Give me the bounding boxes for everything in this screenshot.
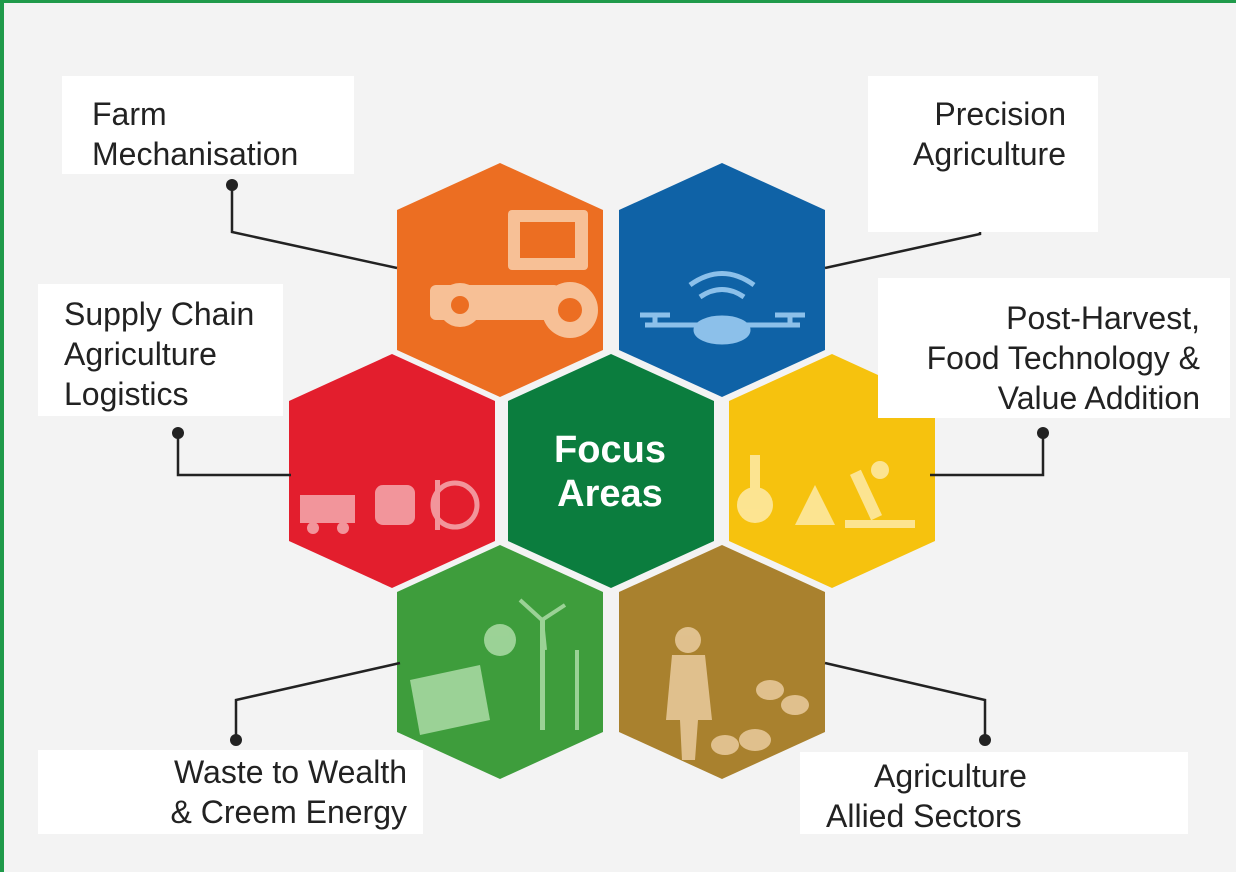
center-title-line2: Areas xyxy=(557,473,663,515)
microscope-icon xyxy=(737,455,915,528)
label-precision-agriculture: Precision Agriculture xyxy=(868,76,1098,232)
label-post-harvest: Post-Harvest, Food Technology & Value Ad… xyxy=(878,278,1230,418)
drone-icon xyxy=(640,271,805,345)
label-line: Farm xyxy=(92,96,167,132)
harvester-icon xyxy=(430,210,598,338)
label-line: Allied Sectors xyxy=(826,798,1022,834)
label-line: Value Addition xyxy=(997,380,1200,416)
hex-precision-agriculture xyxy=(619,163,825,397)
farmer-poultry-icon xyxy=(666,627,809,760)
hex-allied-sectors xyxy=(619,545,825,779)
solar-wind-icon xyxy=(410,598,579,735)
connector-farm xyxy=(230,185,398,270)
connector-postharvest xyxy=(930,433,1045,477)
connector-supply xyxy=(176,433,291,477)
label-line: Agriculture xyxy=(64,336,217,372)
logistics-icon xyxy=(300,480,480,534)
label-farm-mechanisation: Farm Mechanisation xyxy=(62,76,354,174)
label-waste-to-wealth: Waste to Wealth & Creem Energy xyxy=(38,750,423,834)
label-line: & Creem Energy xyxy=(170,794,407,830)
label-allied-sectors: Agriculture Allied Sectors xyxy=(800,752,1188,834)
label-line: Post-Harvest, xyxy=(1006,300,1200,336)
label-supply-chain: Supply Chain Agriculture Logistics xyxy=(38,284,283,416)
label-line: Waste to Wealth xyxy=(174,754,407,790)
label-line: Food Technology & xyxy=(926,340,1200,376)
label-line: Agriculture xyxy=(874,758,1027,794)
connector-waste xyxy=(234,661,401,740)
label-line: Agriculture xyxy=(913,136,1066,172)
label-line: Supply Chain xyxy=(64,296,255,332)
connector-allied xyxy=(824,661,987,740)
label-line: Logistics xyxy=(64,376,189,412)
hex-waste-to-wealth xyxy=(397,545,603,779)
center-title-line1: Focus xyxy=(554,429,666,471)
hex-supply-chain xyxy=(289,354,495,588)
label-line: Precision xyxy=(934,96,1066,132)
hex-focus-areas xyxy=(508,354,714,588)
label-line: Mechanisation xyxy=(92,136,299,172)
center-title: Focus Areas xyxy=(510,428,710,516)
hex-farm-mechanisation xyxy=(397,163,603,397)
